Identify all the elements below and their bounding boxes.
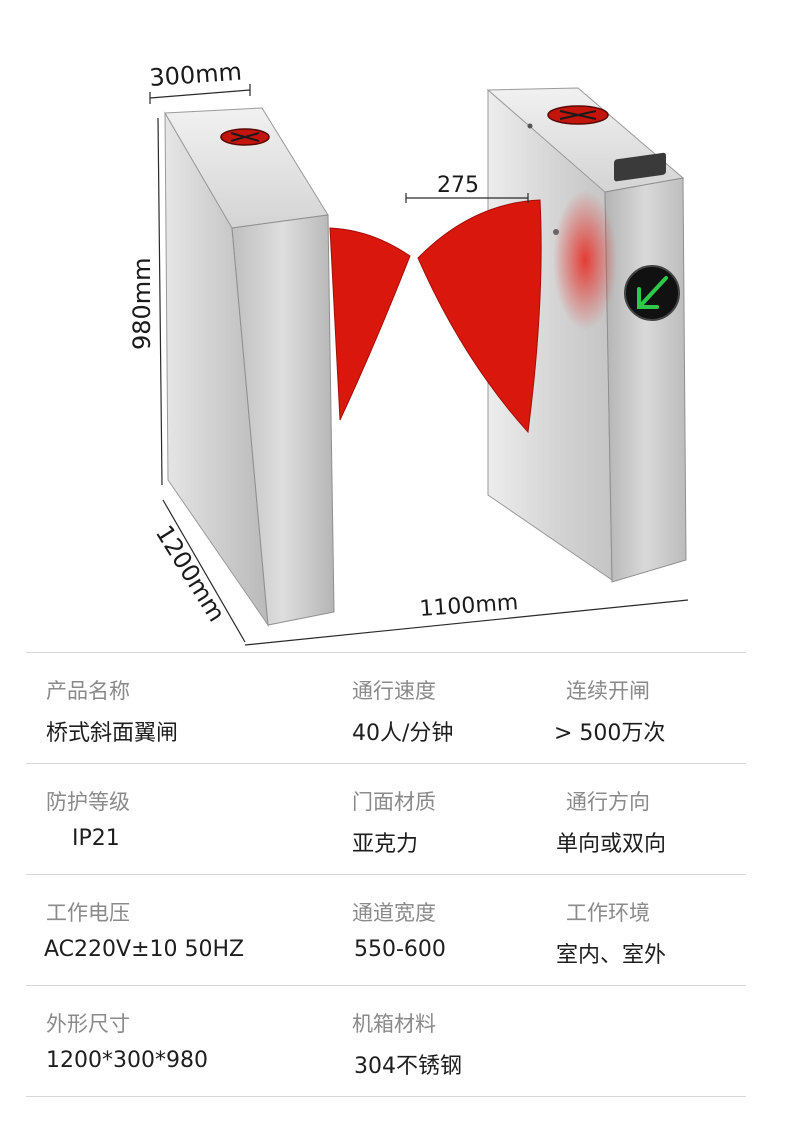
spec-value: IP21 xyxy=(72,826,120,851)
height-label: 980mm xyxy=(128,257,156,350)
right-wing xyxy=(417,199,542,434)
width-label: 300mm xyxy=(148,58,242,92)
spec-label: 产品名称 xyxy=(46,679,130,703)
card-reader xyxy=(614,152,666,182)
spec-value: 40人/分钟 xyxy=(352,721,454,746)
spec-value: 亚克力 xyxy=(352,832,419,857)
spec-value: 304不锈钢 xyxy=(354,1054,462,1079)
spec-value: > 500万次 xyxy=(554,721,666,746)
left-wing xyxy=(329,227,411,421)
spec-label: 通行速度 xyxy=(352,679,436,703)
arrow-down-left-icon xyxy=(637,276,668,309)
height-dim-line xyxy=(157,117,163,486)
left-cabinet-front xyxy=(231,214,335,626)
length-dim-line xyxy=(244,599,689,646)
spec-label: 外形尺寸 xyxy=(46,1012,130,1036)
spec-value: AC220V±10 50HZ xyxy=(44,937,245,962)
depth-dim-line xyxy=(162,499,246,643)
spec-value: 单向或双向 xyxy=(556,832,667,857)
width-dim-line xyxy=(149,89,251,99)
spec-row: 外形尺寸 1200*300*980 机箱材料 304不锈钢 xyxy=(26,985,746,1097)
spec-value: 室内、室外 xyxy=(556,943,667,968)
length-label: 1100mm xyxy=(419,590,519,622)
right-cabinet-front xyxy=(604,177,687,583)
spec-value: 550-600 xyxy=(354,937,446,962)
turnstile-diagram: 300mm 980mm 1200mm 1100mm 275 xyxy=(128,58,689,646)
spec-label: 连续开闸 xyxy=(566,679,650,703)
left-cabinet xyxy=(164,107,335,627)
spec-label: 门面材质 xyxy=(352,790,436,814)
spec-value: 桥式斜面翼闸 xyxy=(46,721,179,746)
spec-row: 防护等级 IP21 门面材质亚克力 通行方向单向或双向 xyxy=(26,763,746,874)
spec-label: 工作电压 xyxy=(46,901,130,925)
spec-table: 产品名称桥式斜面翼闸 通行速度 40人/分钟 连续开闸 > 500万次防护等级 IP21 门… xyxy=(26,652,746,1097)
spec-row: 产品名称桥式斜面翼闸 通行速度 40人/分钟 连续开闸 > 500万次 xyxy=(26,652,746,763)
cross-icon xyxy=(230,132,260,142)
cross-icon xyxy=(559,110,597,120)
spec-label: 工作环境 xyxy=(566,901,650,925)
spec-label: 机箱材料 xyxy=(352,1012,436,1036)
spec-label: 防护等级 xyxy=(46,790,130,814)
spec-row: 工作电压 AC220V±10 50HZ 通道宽度 550-600 工作环境室内、室外 xyxy=(26,874,746,985)
spec-label: 通行方向 xyxy=(566,790,650,814)
spec-label: 通道宽度 xyxy=(352,901,436,925)
wing-glow xyxy=(553,190,617,330)
gap-label: 275 xyxy=(437,173,479,198)
spec-value: 1200*300*980 xyxy=(46,1048,208,1073)
